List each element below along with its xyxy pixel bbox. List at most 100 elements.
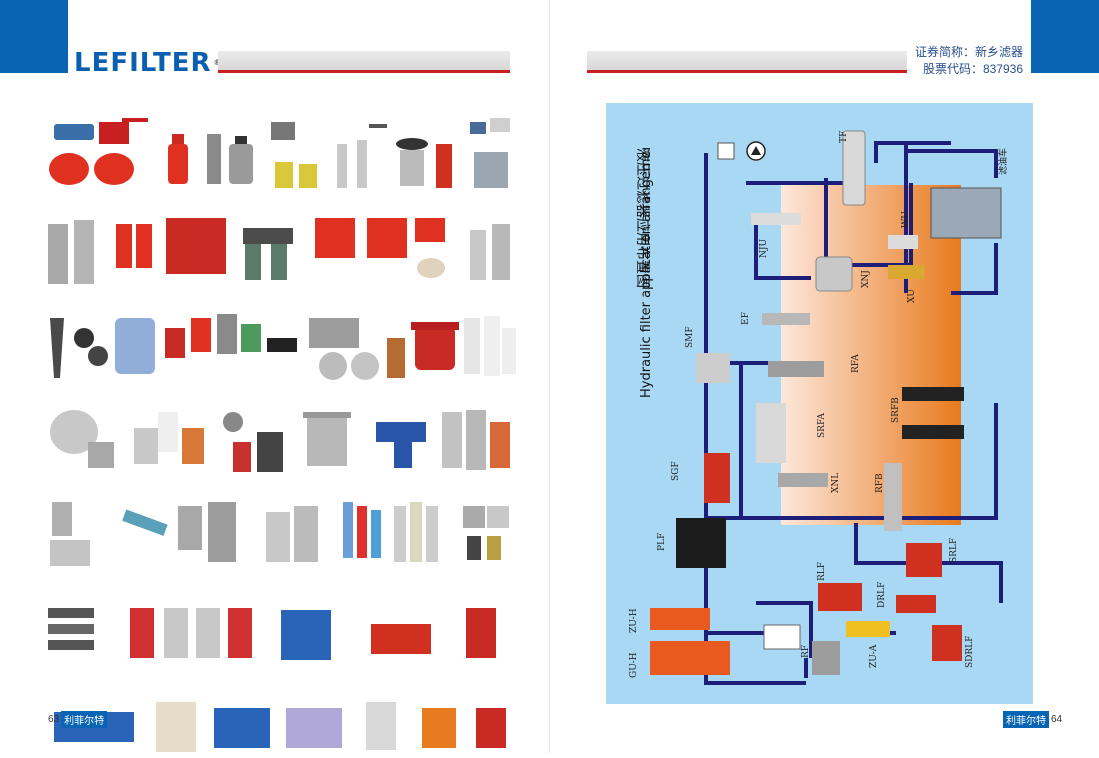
stainless-element-image <box>266 506 319 562</box>
oil-tank <box>781 185 961 525</box>
oil-pump-cart-image <box>370 624 431 654</box>
sdrlf-filter <box>932 625 962 661</box>
label-sdrlf: SDRLF <box>965 636 975 668</box>
brand-logo: LEFILTER® <box>74 50 223 76</box>
wire-element-image <box>48 608 94 650</box>
vacuum-purifier-image <box>156 702 196 752</box>
filter-basket-image <box>177 502 236 562</box>
box-purifier-image <box>286 708 342 748</box>
tf-filter <box>842 130 866 206</box>
hydraulic-element-image <box>222 412 283 472</box>
label-xnl: XNL <box>831 473 841 493</box>
rlf-filter <box>818 583 862 611</box>
label-ef: EF <box>741 312 751 325</box>
product-row <box>44 486 516 570</box>
drlf-filter <box>896 595 936 613</box>
ef-filter <box>762 313 810 325</box>
manifold-filter-image <box>243 228 293 280</box>
oil-cart <box>930 187 1002 239</box>
gasket-set-image <box>50 318 108 378</box>
oil-purifier-image <box>281 610 331 660</box>
tank-filter-image <box>396 138 453 188</box>
gu-h-filter <box>650 641 730 675</box>
label-njU: NJU <box>759 239 769 258</box>
label-drlf: DRLF <box>877 582 887 608</box>
page-number: 63 <box>48 714 60 725</box>
diagram-title-en: Hydraulic filter application arrangement <box>639 148 654 398</box>
stock-short-name: 证券简称：新乡滤器 <box>914 45 1023 59</box>
mesh-element-image <box>50 502 90 566</box>
line-filter-image <box>336 124 387 188</box>
label-wu: WU <box>901 211 911 228</box>
label-zu-a: ZU-A <box>869 644 879 668</box>
label-zu-h: ZU-H <box>629 608 639 633</box>
page-tag: 利菲尔特 <box>1003 711 1049 728</box>
cylinder-element-image <box>463 506 509 560</box>
red-element-image <box>129 608 252 658</box>
compressor-filter-image <box>134 412 205 464</box>
diagram-canvas: TF NJU XNJ WU XU 滤油车 EF SMF RFA SRFB SRF… <box>629 130 1009 685</box>
label-xnj: XNJ <box>861 270 871 288</box>
product-row <box>44 580 516 664</box>
njU-filter <box>751 213 801 225</box>
diagram-title-cn: 液压过滤器应用布置图 <box>634 148 651 288</box>
cart-purifier-image <box>214 708 270 748</box>
rf-filter <box>812 641 840 675</box>
product-row <box>44 298 516 382</box>
corner-accent-left <box>0 0 68 73</box>
oil-filter-set-image <box>464 316 516 376</box>
filter-housing-image <box>167 134 188 184</box>
label-oil-cart: 滤油车 <box>997 148 1009 175</box>
zu-a-filter <box>846 621 890 637</box>
page-spine <box>549 0 550 753</box>
label-rlf: RLF <box>817 562 827 581</box>
xnj-filter <box>815 256 853 292</box>
y-strainer-image <box>375 422 426 468</box>
label-xu: XU <box>907 289 917 303</box>
smf-filter <box>696 353 730 383</box>
zu-h-filter <box>650 608 710 630</box>
gauge-box-2 <box>763 624 801 650</box>
mobile-filter-image <box>366 702 396 750</box>
label-sgf: SGF <box>671 461 681 481</box>
label-plf: PLF <box>657 533 667 551</box>
header-bar-right <box>587 51 907 73</box>
rfa-filter <box>768 361 824 377</box>
return-filter-image <box>270 122 317 188</box>
orange-cart-image <box>422 708 456 748</box>
product-row <box>44 204 516 288</box>
filter-cartridge-set-image <box>441 410 510 470</box>
cartridge-filter-image <box>470 224 510 280</box>
diagram-title: 液压过滤器应用布置图 Hydraulic filter application … <box>634 148 654 398</box>
stock-code: 股票代码：837936 <box>922 62 1023 76</box>
srlf-filter <box>906 543 942 577</box>
corner-accent-right <box>1031 0 1099 73</box>
long-element-image <box>394 502 439 562</box>
hydraulic-arrangement-diagram: TF NJU XNJ WU XU 滤油车 EF SMF RFA SRFB SRF… <box>606 103 1033 704</box>
label-tf: TF <box>839 131 849 143</box>
spin-on-filter-image <box>114 318 211 374</box>
breather-image <box>469 118 510 188</box>
xnl-filter <box>778 473 828 487</box>
logo-text: LEFILTER <box>74 48 212 78</box>
label-srfa: SRFA <box>817 413 827 438</box>
label-rfa: RFA <box>851 354 861 373</box>
pleated-element-image <box>121 509 168 536</box>
srfa-filter <box>756 403 786 463</box>
sgf-filter <box>704 453 730 503</box>
air-oil-separator-image <box>50 410 114 468</box>
gauge-box <box>717 142 735 160</box>
label-gu-h: GU-H <box>629 652 639 678</box>
plf-filter <box>676 518 726 568</box>
product-row <box>44 674 516 758</box>
filtering-machine-image <box>466 608 496 658</box>
suction-filter-image <box>207 134 254 184</box>
bag-filter-image <box>303 412 352 466</box>
header-bar-left <box>218 51 510 73</box>
srfb-filter <box>902 387 964 401</box>
label-srlf: SRLF <box>949 538 959 563</box>
xu-filter <box>888 265 924 279</box>
element-set-image <box>216 314 297 354</box>
